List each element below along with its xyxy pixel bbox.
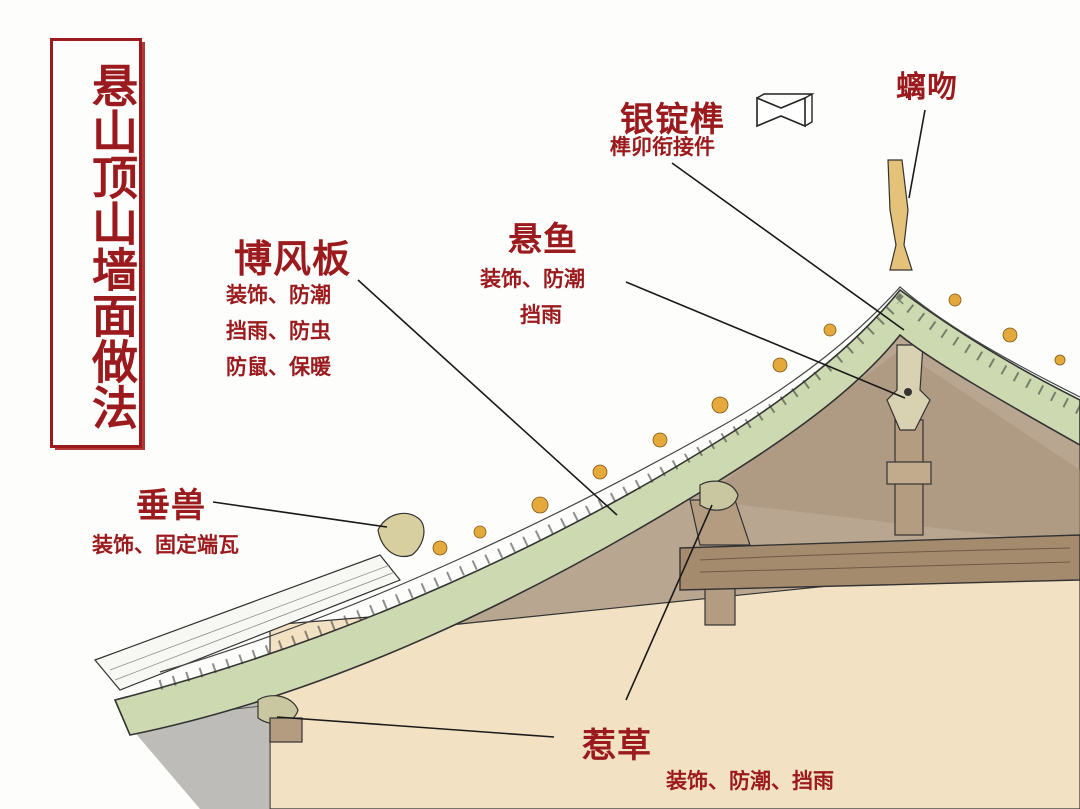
dovetail-joint-icon	[756, 96, 806, 128]
leader-xuanyu	[625, 281, 906, 399]
label-dingding-desc: 榫卯衔接件	[610, 134, 715, 159]
leader-bofengban	[357, 279, 618, 516]
label-xuanyu-desc-1: 装饰、防潮	[480, 266, 585, 291]
recao-bracket-left	[257, 695, 299, 725]
floral-ornaments	[432, 293, 1066, 556]
title-frame: 悬山顶山墙面做法	[50, 38, 142, 448]
leader-dingding	[671, 162, 905, 331]
recao-bracket-right	[699, 480, 739, 511]
roof-tiles-left	[93, 554, 401, 691]
label-bofengban-desc-2: 挡雨、防虫	[226, 318, 331, 343]
chuishou-beast	[377, 512, 425, 557]
label-chuishou: 垂兽	[136, 486, 206, 526]
leader-recao-left	[276, 716, 555, 738]
label-chiwen: 螭吻	[896, 70, 958, 105]
label-xuanyu-desc-2: 挡雨	[520, 302, 562, 327]
bofengban-board	[113, 288, 1080, 736]
leader-recao-right	[625, 504, 713, 701]
chiwen-ornament	[887, 159, 913, 271]
leader-chiwen	[908, 109, 926, 199]
gable-inner-shade	[700, 350, 1080, 545]
label-bofengban: 博风板	[234, 236, 352, 281]
leader-chuishou	[212, 501, 388, 528]
label-chuishou-desc: 装饰、固定端瓦	[92, 532, 239, 557]
label-dingding: 银锭榫	[620, 100, 725, 140]
label-recao: 惹草	[582, 726, 652, 766]
label-bofengban-desc-3: 防鼠、保暖	[226, 354, 331, 379]
label-xuanyu: 悬鱼	[508, 220, 578, 260]
label-recao-desc: 装饰、防潮、挡雨	[666, 768, 834, 793]
label-bofengban-desc-1: 装饰、防潮	[226, 282, 331, 307]
page-title: 悬山顶山墙面做法	[85, 62, 139, 430]
